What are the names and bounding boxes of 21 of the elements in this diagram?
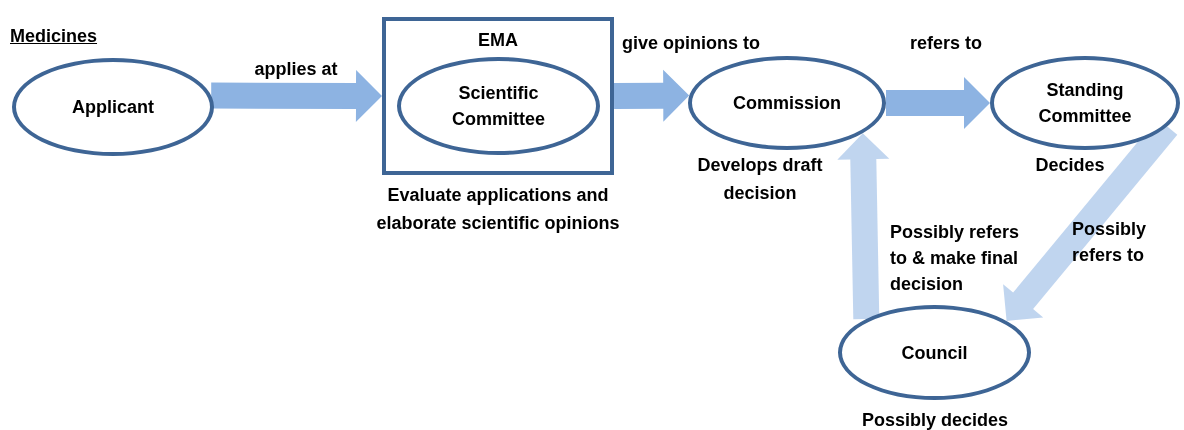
edge-label: Possibly refers to bbox=[1072, 218, 1148, 267]
edge-label: Possibly refers to & make final decision bbox=[890, 221, 1021, 296]
node-caption: Decides bbox=[1034, 154, 1106, 177]
group-title: EMA bbox=[477, 29, 519, 52]
node-label: Standing Committee bbox=[1037, 79, 1133, 128]
edge-label: give opinions to bbox=[622, 32, 761, 55]
node-caption: Develops draft decision bbox=[696, 154, 824, 205]
title: Medicines bbox=[10, 25, 98, 48]
group-box bbox=[382, 17, 614, 175]
block-arrow bbox=[837, 133, 890, 320]
node-label: Scientific Committee bbox=[451, 82, 546, 131]
block-arrow bbox=[886, 77, 990, 129]
node-caption: Possibly decides bbox=[860, 409, 1010, 430]
node-label: Council bbox=[900, 341, 969, 365]
edge-label: applies at bbox=[253, 58, 339, 81]
node-label: Commission bbox=[732, 92, 842, 115]
node-label: Applicant bbox=[71, 96, 155, 119]
node-caption: Evaluate applications and elaborate scientific opinions bbox=[375, 184, 621, 235]
block-arrow bbox=[613, 69, 690, 122]
edge-label: refers to bbox=[910, 32, 984, 55]
block-arrow bbox=[211, 69, 382, 122]
